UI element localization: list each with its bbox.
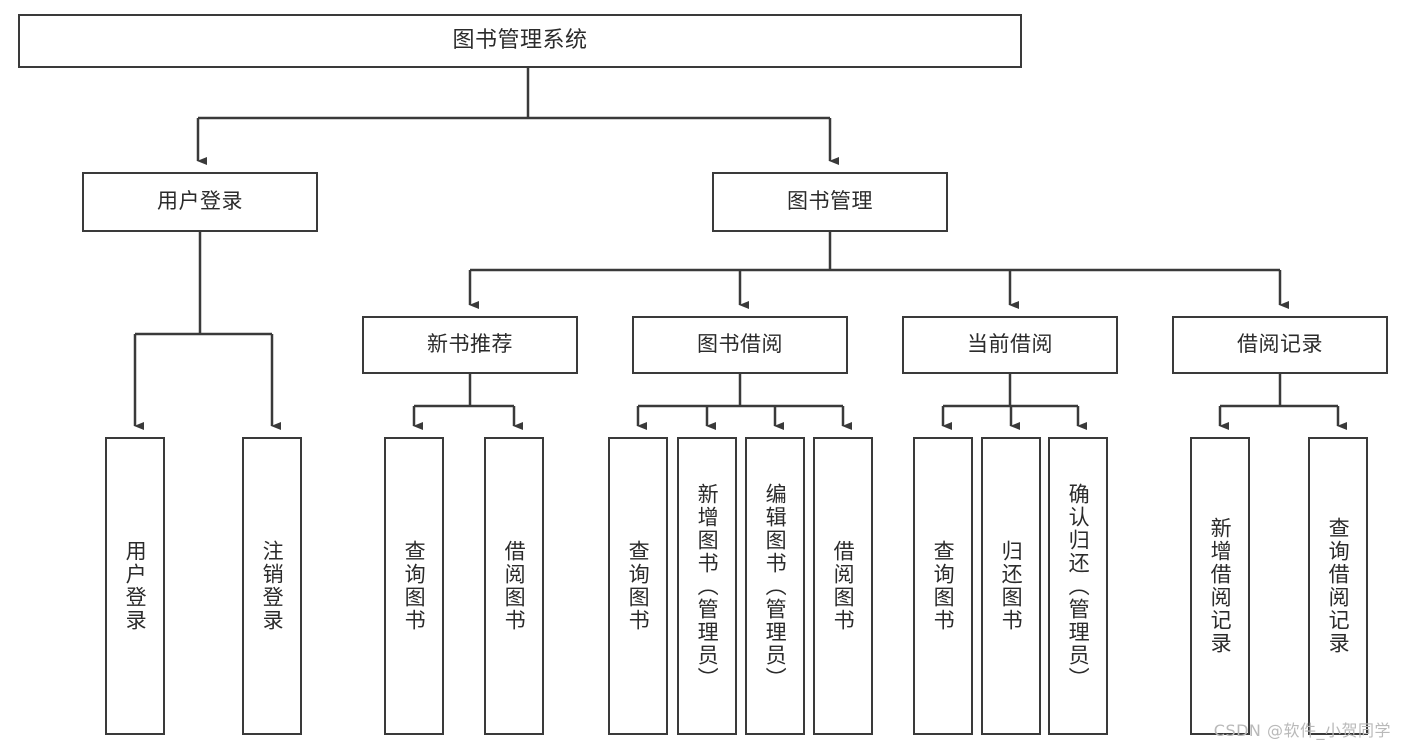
node-leaf-return-book[interactable]: 归还图书 xyxy=(981,437,1041,735)
node-leaf-user-logout-label: 注销登录 xyxy=(260,540,285,632)
node-leaf-query-book-1[interactable]: 查询图书 xyxy=(384,437,444,735)
node-leaf-user-logout[interactable]: 注销登录 xyxy=(242,437,302,735)
node-leaf-query-book-2[interactable]: 查询图书 xyxy=(608,437,668,735)
node-leaf-edit-book-label: 编辑图书（管理员） xyxy=(763,482,788,690)
node-current-borrow-label: 当前借阅 xyxy=(967,332,1053,357)
node-leaf-query-book-2-label: 查询图书 xyxy=(626,540,651,632)
node-leaf-query-record[interactable]: 查询借阅记录 xyxy=(1308,437,1368,735)
node-book-borrow-label: 图书借阅 xyxy=(697,332,783,357)
node-leaf-borrow-book-1[interactable]: 借阅图书 xyxy=(484,437,544,735)
node-leaf-add-book[interactable]: 新增图书（管理员） xyxy=(677,437,737,735)
node-new-book-rec[interactable]: 新书推荐 xyxy=(362,316,578,374)
node-leaf-query-record-label: 查询借阅记录 xyxy=(1326,517,1351,655)
node-leaf-user-login[interactable]: 用户登录 xyxy=(105,437,165,735)
node-borrow-record[interactable]: 借阅记录 xyxy=(1172,316,1388,374)
node-root[interactable]: 图书管理系统 xyxy=(18,14,1022,68)
node-leaf-add-record[interactable]: 新增借阅记录 xyxy=(1190,437,1250,735)
node-leaf-borrow-book-1-label: 借阅图书 xyxy=(502,540,527,632)
node-leaf-return-book-label: 归还图书 xyxy=(999,540,1024,632)
node-borrow-record-label: 借阅记录 xyxy=(1237,332,1323,357)
node-leaf-query-book-1-label: 查询图书 xyxy=(402,540,427,632)
node-leaf-add-book-label: 新增图书（管理员） xyxy=(695,482,720,690)
node-new-book-rec-label: 新书推荐 xyxy=(427,332,513,357)
node-leaf-query-book-3[interactable]: 查询图书 xyxy=(913,437,973,735)
node-leaf-user-login-label: 用户登录 xyxy=(123,540,148,632)
node-leaf-confirm-return[interactable]: 确认归还（管理员） xyxy=(1048,437,1108,735)
node-leaf-edit-book[interactable]: 编辑图书（管理员） xyxy=(745,437,805,735)
node-leaf-borrow-book-2[interactable]: 借阅图书 xyxy=(813,437,873,735)
node-leaf-query-book-3-label: 查询图书 xyxy=(931,540,956,632)
node-book-manage-label: 图书管理 xyxy=(787,189,873,214)
node-leaf-add-record-label: 新增借阅记录 xyxy=(1208,517,1233,655)
node-leaf-confirm-return-label: 确认归还（管理员） xyxy=(1066,482,1091,690)
node-user-login[interactable]: 用户登录 xyxy=(82,172,318,232)
node-book-borrow[interactable]: 图书借阅 xyxy=(632,316,848,374)
node-user-login-label: 用户登录 xyxy=(157,189,243,214)
node-book-manage[interactable]: 图书管理 xyxy=(712,172,948,232)
node-current-borrow[interactable]: 当前借阅 xyxy=(902,316,1118,374)
node-leaf-borrow-book-2-label: 借阅图书 xyxy=(831,540,856,632)
node-root-label: 图书管理系统 xyxy=(452,27,588,53)
